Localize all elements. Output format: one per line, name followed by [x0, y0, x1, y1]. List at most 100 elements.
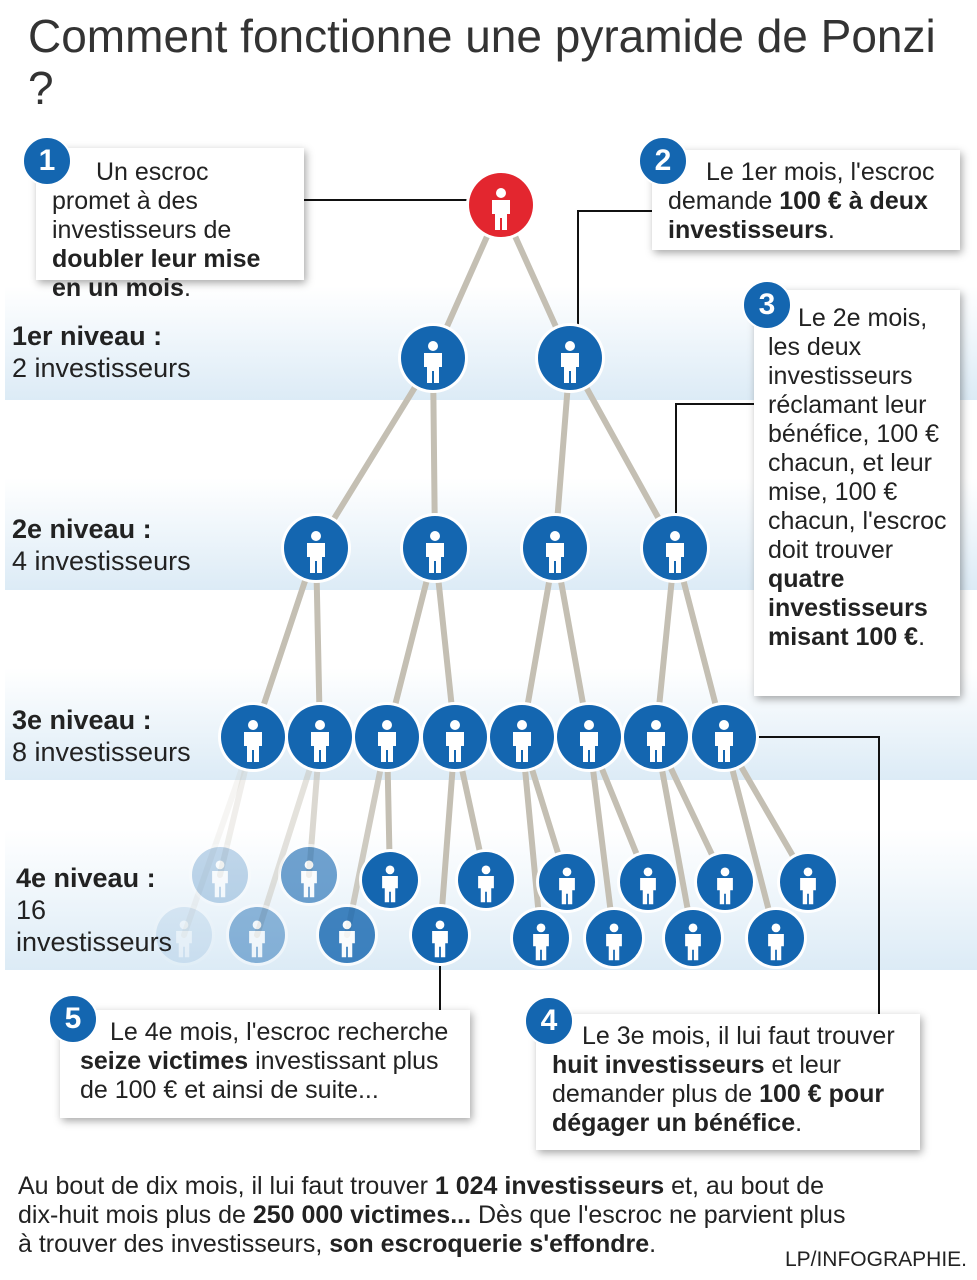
investor-l4-12 [662, 907, 724, 969]
person-body [311, 732, 329, 762]
footer-text: Au bout de dix mois, il lui faut trouver… [18, 1172, 848, 1259]
person-head [771, 923, 781, 933]
investor-l3-0 [218, 702, 288, 772]
person-body [666, 543, 684, 573]
step-3-box: Le 2e mois, les deux investisseurs récla… [754, 290, 960, 696]
escroc-node [466, 170, 536, 240]
person-body [717, 878, 733, 905]
person-body [212, 871, 228, 898]
page-title: Comment fonctionne une pyramide de Ponzi… [28, 10, 936, 114]
level-label-1: 1er niveau : 2 investisseurs [12, 320, 191, 384]
level-1-count: 2 investisseurs [12, 353, 191, 383]
investor-l4-15 [777, 851, 839, 913]
footer-text-a: Au bout de dix mois, il lui faut trouver [18, 1172, 435, 1200]
person-body [301, 871, 317, 898]
person-head [643, 867, 653, 877]
step-2-text-end: . [827, 216, 835, 244]
footer-bold-c: son escroquerie s'effondre [329, 1230, 650, 1258]
person-head [382, 720, 392, 730]
step-1-text-bold: doubler leur mise en un mois [52, 245, 261, 302]
person-head [428, 341, 438, 351]
level-4-count-number: 16 [16, 895, 47, 925]
person-body [546, 543, 564, 573]
person-body [249, 931, 265, 958]
step-3-badge: 3 [742, 280, 792, 330]
person-head [385, 865, 395, 875]
step-5-text-a: Le 4e mois, l'escroc recherche [110, 1018, 449, 1046]
investor-l4-0 [153, 904, 215, 966]
person-head [517, 720, 527, 730]
step-4-text-bold-a: huit investisseurs [552, 1051, 765, 1079]
person-body [478, 876, 494, 903]
level-4-head: 4e niveau : [16, 863, 156, 893]
investor-l4-14 [745, 907, 807, 969]
step-2-text-a: Le 1er mois, l'escroc demande [668, 158, 935, 215]
investor-l4-7 [455, 849, 517, 911]
person-body [432, 931, 448, 958]
node-disc [156, 907, 212, 963]
person-head [688, 923, 698, 933]
level-label-4: 4e niveau : 16 investisseurs [16, 862, 172, 958]
level-3-head: 3e niveau : [12, 705, 152, 735]
step-1-text-end: . [183, 274, 191, 302]
step-4-box: Le 3e mois, il lui faut trouver huit inv… [536, 1014, 920, 1150]
edge-l1-l2-3 [567, 355, 678, 551]
person-head [584, 720, 594, 730]
person-body [382, 876, 398, 903]
footer-text-end: . [649, 1230, 657, 1258]
callout-line-3 [675, 403, 754, 520]
investor-l2-0 [281, 513, 351, 583]
person-head [719, 720, 729, 730]
person-head [720, 867, 730, 877]
investor-l4-5 [359, 849, 421, 911]
person-head [252, 920, 262, 930]
person-head [536, 923, 546, 933]
person-head [496, 188, 506, 198]
person-head [670, 531, 680, 541]
investor-l3-6 [621, 702, 691, 772]
person-body [768, 934, 784, 961]
level-3-count: 8 investisseurs [12, 737, 191, 767]
node-disc [192, 847, 248, 903]
person-head [342, 920, 352, 930]
step-5-text-bold: seize victimes [80, 1047, 249, 1075]
node-ring [153, 904, 215, 966]
investor-l2-1 [400, 513, 470, 583]
person-body [339, 931, 355, 958]
person-head [304, 860, 314, 870]
footer-bold-b: 250 000 victimes... [252, 1201, 472, 1229]
investor-l3-4 [487, 702, 557, 772]
step-1-box: Un escroc promet à des investisseurs de … [36, 148, 304, 302]
node-ring [226, 904, 288, 966]
step-4-text-bold-b: 100 € pour dégager un bénéfice [552, 1080, 885, 1137]
step-3-text-a: Le 2e mois, les deux investisseurs récla… [768, 304, 947, 564]
footer-text-c: Dès que l'escroc ne parvient plus à trou… [18, 1201, 846, 1258]
person-body [446, 732, 464, 762]
step-5-box: Le 4e mois, l'escroc recherche seize vic… [60, 1010, 470, 1118]
person-head [179, 920, 189, 930]
level-label-2: 2e niveau : 4 investisseurs [12, 513, 191, 577]
level-1-head: 1er niveau : [12, 321, 163, 351]
level-label-3: 3e niveau : 8 investisseurs [12, 704, 191, 768]
step-4-text-end: . [795, 1109, 803, 1137]
step-1-badge: 1 [22, 136, 72, 186]
step-1-text-a: Un escroc promet à des investisseurs de [52, 158, 232, 244]
person-body [426, 543, 444, 573]
person-body [800, 878, 816, 905]
person-head [450, 720, 460, 730]
credit: LP/INFOGRAPHIE. [784, 1248, 967, 1271]
investor-l4-8 [510, 907, 572, 969]
person-body [559, 878, 575, 905]
callout-line-4 [758, 736, 880, 1014]
investor-l1-0 [398, 323, 468, 393]
investor-l1-1 [535, 323, 605, 393]
person-head [248, 720, 258, 730]
node-disc [229, 907, 285, 963]
level-4-count-unit: investisseurs [16, 927, 173, 957]
investor-l3-2 [352, 702, 422, 772]
step-3-text-end: . [918, 623, 926, 651]
step-4-text-a: Le 3e mois, il lui faut trouver [582, 1022, 895, 1050]
person-body [378, 732, 396, 762]
step-2-text-bold: 100 € à deux investisseurs [668, 187, 928, 244]
